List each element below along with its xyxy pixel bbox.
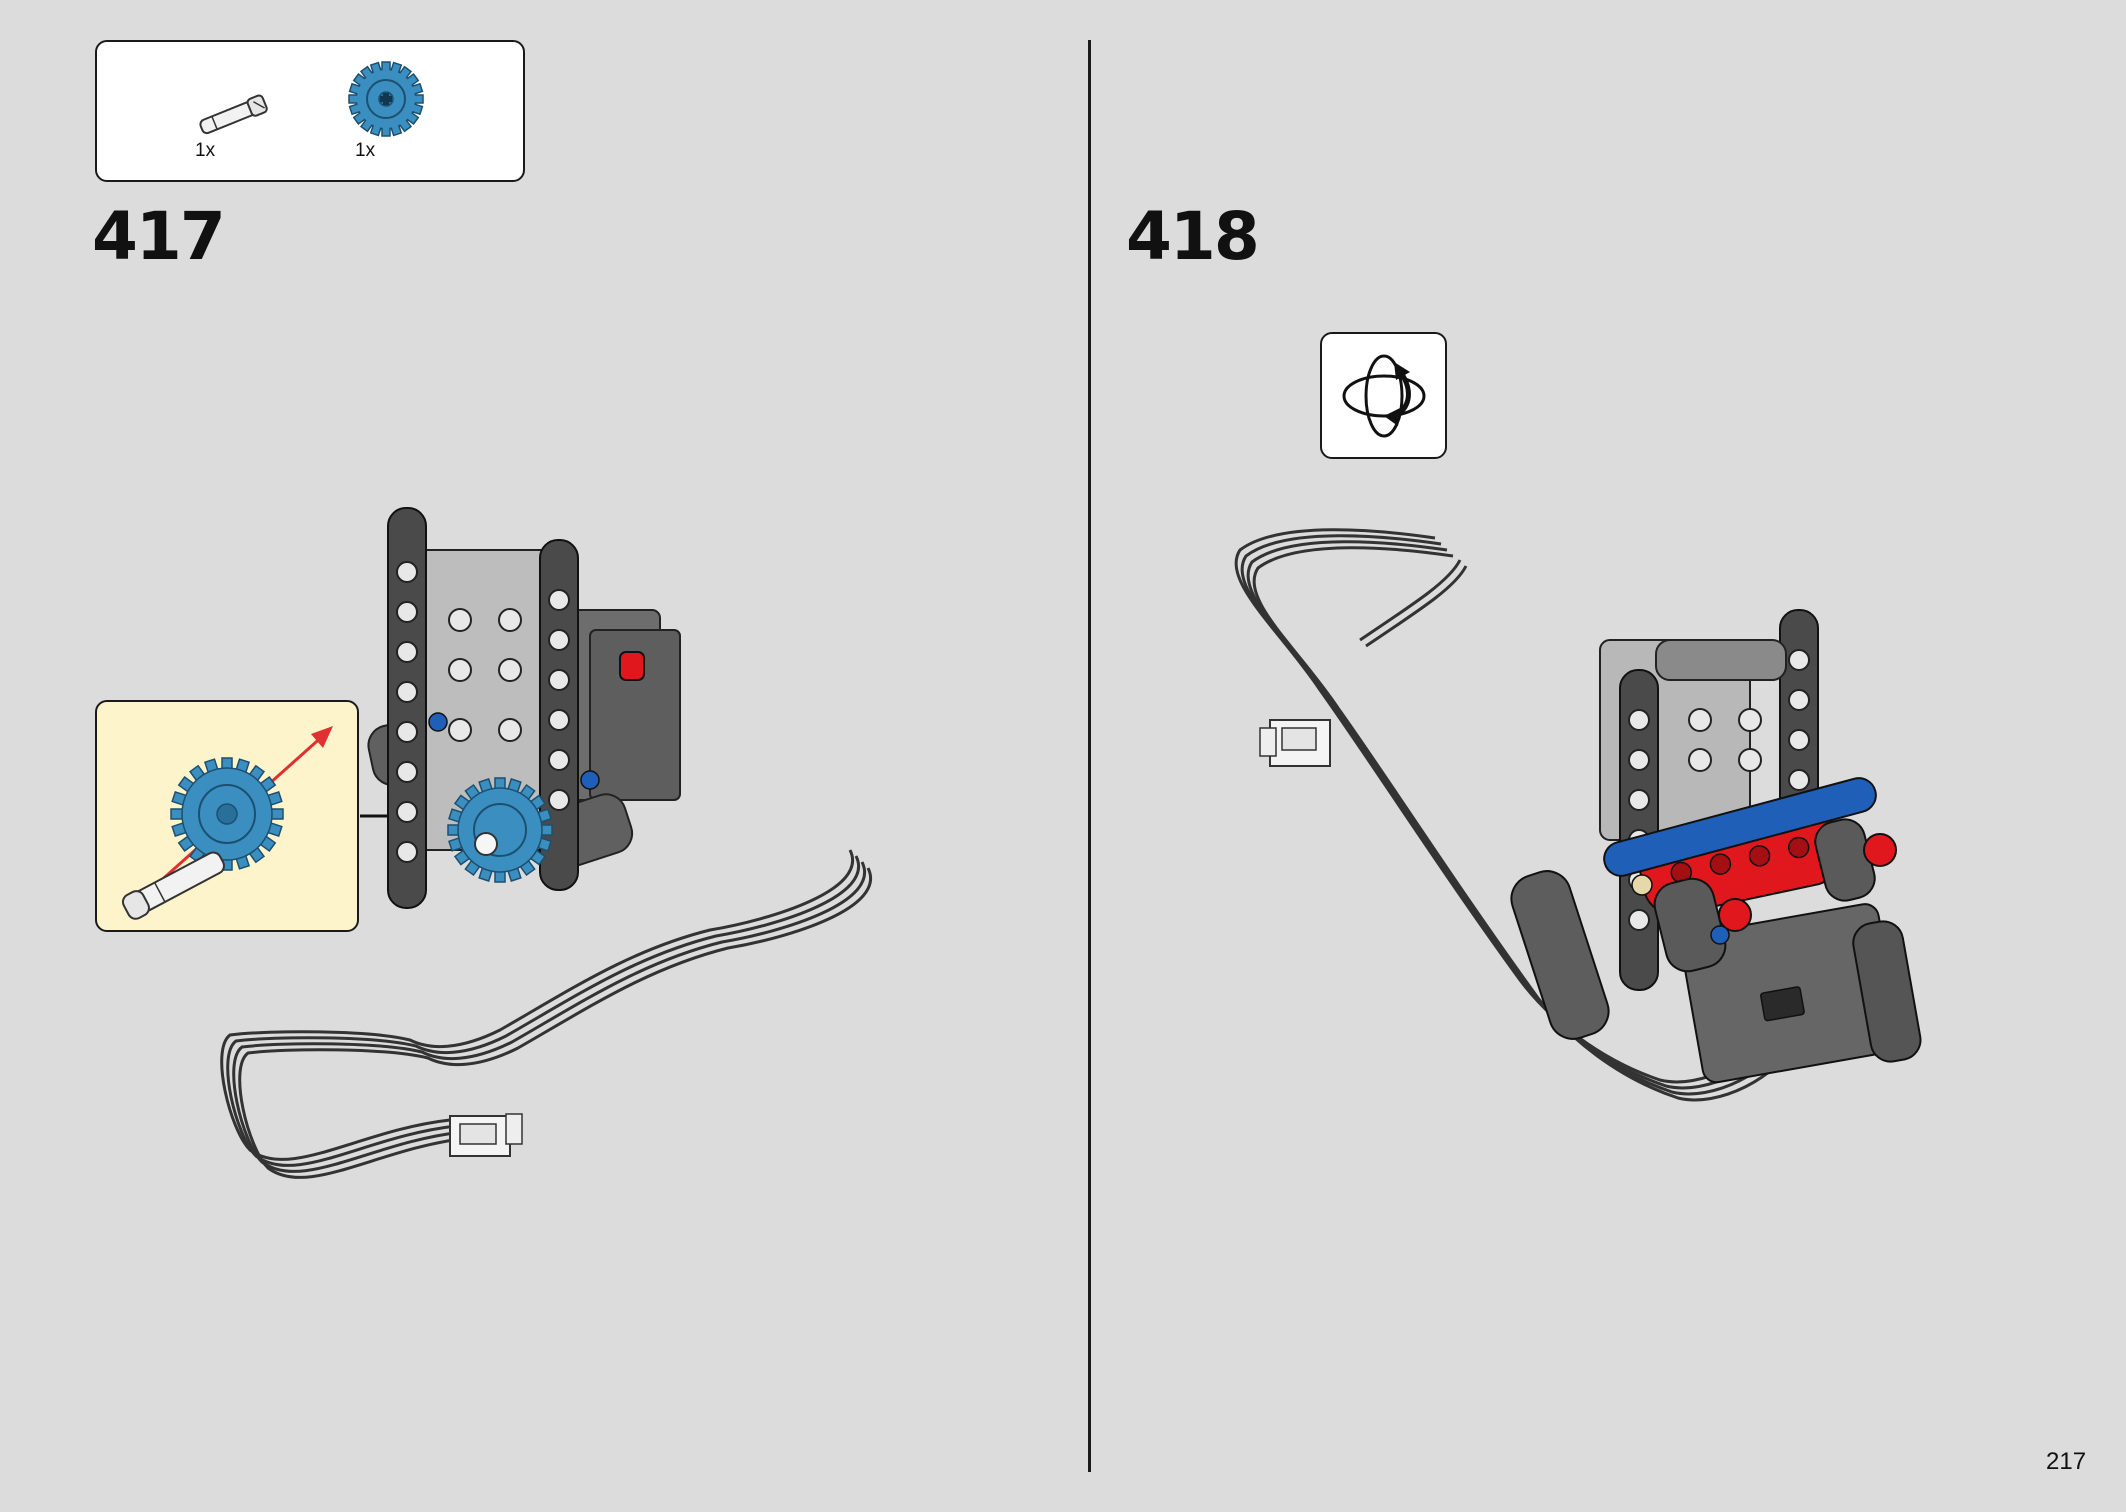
page-number: 217 (2046, 1448, 2087, 1475)
model-step-417 (220, 507, 872, 1179)
model-step-418 (1234, 528, 1922, 1102)
page-divider (1088, 40, 1091, 1472)
axle-pin-icon (199, 94, 268, 135)
rotate-model-box (1320, 332, 1447, 459)
parts-list-417: 1x (95, 40, 525, 182)
gear-icon (348, 61, 424, 137)
subassembly-callout (95, 700, 359, 932)
gear-axle-subassembly-icon (121, 726, 333, 920)
part-qty-axle-pin: 1x (195, 140, 216, 161)
part-qty-gear: 1x (355, 140, 376, 161)
step-number-418: 418 (1126, 198, 1260, 275)
step-number-417: 417 (92, 198, 226, 275)
rotate-model-icon (1342, 354, 1426, 438)
